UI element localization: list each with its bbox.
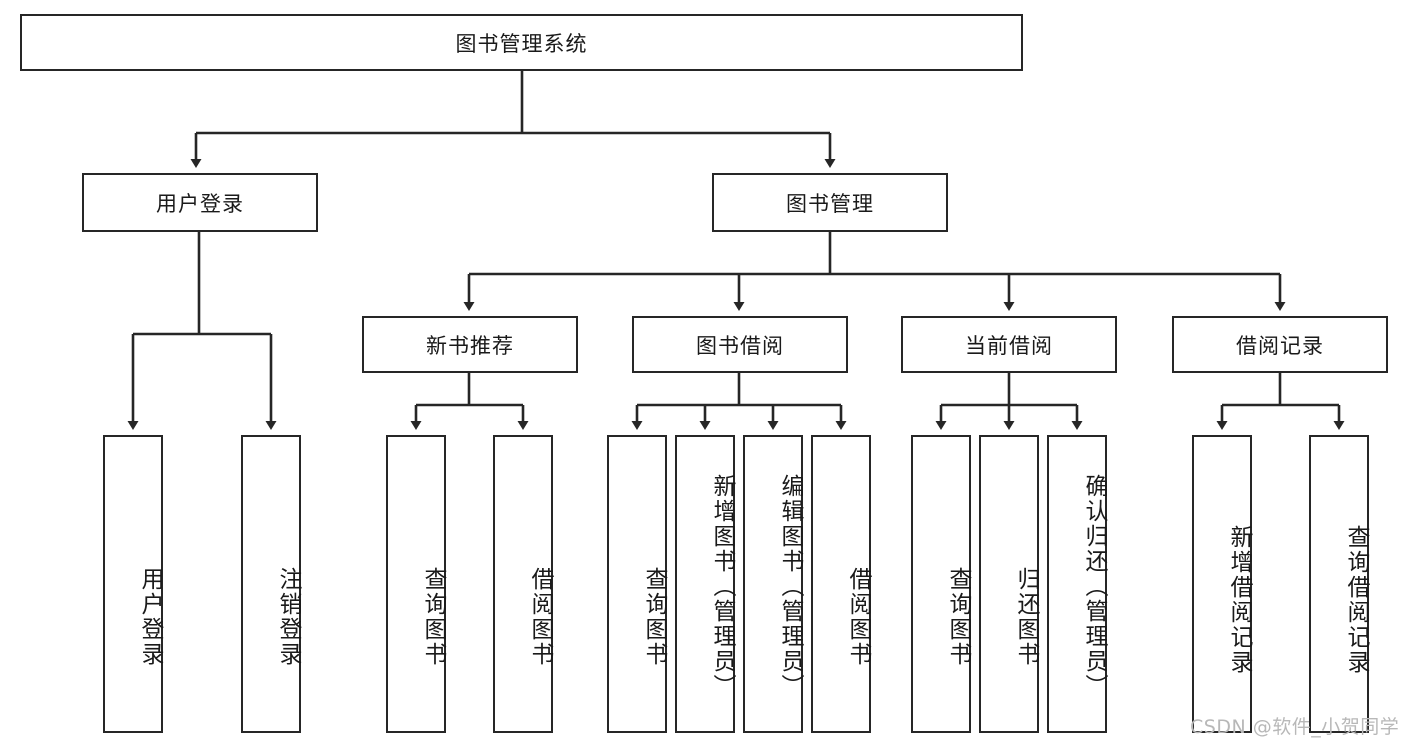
leaf-query-book-borrow[interactable]: 查询图书 [607,435,667,733]
node-label: 用户登录 [137,567,163,667]
leaf-query-borrow-record[interactable]: 查询借阅记录 [1309,435,1369,733]
node-label: 新增借阅记录 [1226,525,1252,675]
leaf-edit-book-admin[interactable]: 编辑图书（管理员） [743,435,803,733]
leaf-return-book[interactable]: 归还图书 [979,435,1039,733]
node-borrow-record[interactable]: 借阅记录 [1172,316,1388,373]
leaf-add-book-admin[interactable]: 新增图书（管理员） [675,435,735,733]
node-label: 图书借阅 [696,333,784,358]
node-label: 当前借阅 [965,333,1053,358]
node-label: 新书推荐 [426,333,514,358]
node-label: 图书管理系统 [455,31,588,56]
leaf-user-login[interactable]: 用户登录 [103,435,163,733]
node-label: 用户登录 [156,191,244,216]
leaf-logout[interactable]: 注销登录 [241,435,301,733]
node-label: 借阅记录 [1236,333,1324,358]
node-current-borrow[interactable]: 当前借阅 [901,316,1117,373]
node-new-book-recommend[interactable]: 新书推荐 [362,316,578,373]
node-label: 借阅图书 [527,567,553,667]
leaf-confirm-return-admin[interactable]: 确认归还（管理员） [1047,435,1107,733]
node-label: 借阅图书 [845,567,871,667]
node-label: 查询借阅记录 [1343,525,1369,675]
leaf-query-book-recommend[interactable]: 查询图书 [386,435,446,733]
node-label: 查询图书 [641,567,667,667]
node-book-management[interactable]: 图书管理 [712,173,948,232]
leaf-borrow-book[interactable]: 借阅图书 [811,435,871,733]
leaf-borrow-book-recommend[interactable]: 借阅图书 [493,435,553,733]
csdn-watermark: CSDN @软件_小贺同学 [1190,716,1400,738]
node-book-borrow[interactable]: 图书借阅 [632,316,848,373]
node-label: 归还图书 [1013,567,1039,667]
node-label: 查询图书 [420,567,446,667]
leaf-query-book-current[interactable]: 查询图书 [911,435,971,733]
node-label: 查询图书 [945,567,971,667]
node-label: 注销登录 [275,567,301,667]
leaf-add-borrow-record[interactable]: 新增借阅记录 [1192,435,1252,733]
node-label: 新增图书（管理员） [709,473,735,699]
node-label: 编辑图书（管理员） [777,473,803,699]
node-label: 图书管理 [786,191,874,216]
node-user-login[interactable]: 用户登录 [82,173,318,232]
node-root-book-management-system[interactable]: 图书管理系统 [20,14,1023,71]
node-label: 确认归还（管理员） [1081,473,1107,699]
